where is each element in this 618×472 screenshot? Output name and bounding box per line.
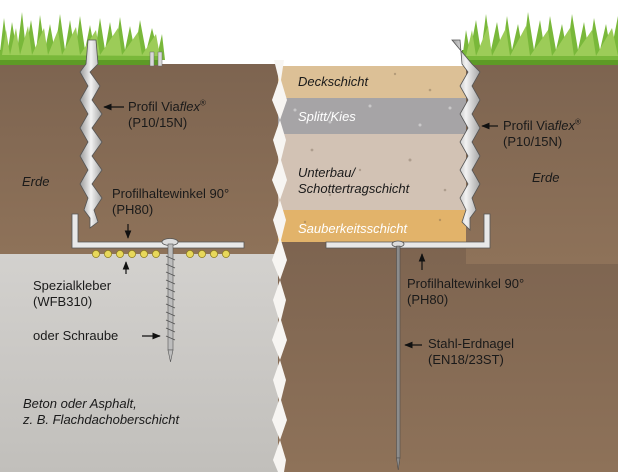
left-profile-label: Profil Viaflex®(P10/15N) [128,98,206,130]
right-grass [462,12,618,65]
right-profile-label: Profil Viaflex®(P10/15N) [503,117,581,149]
layer-gravel [278,98,466,134]
layer-cover-label: Deckschicht [298,74,369,89]
right-bracket-shape [325,213,491,249]
right-bracket-label: Profilhaltewinkel 90°(PH80) [407,276,525,307]
screw-shape [161,238,179,363]
layer-gravel-label: Splitt/Kies [298,109,356,124]
layer-clean [278,210,466,242]
base-label: Beton oder Asphalt,z. B. Flachdachobersc… [23,396,180,427]
right-soil [466,64,618,264]
nail-label: Stahl-Erdnagel(EN18/23ST) [428,336,514,367]
adhesive-label: Spezialkleber(WFB310) [33,278,112,309]
left-soil [0,64,278,254]
left-profile-shape [79,39,163,229]
right-soil-label: Erde [532,170,560,185]
layer-clean-label: Sauberkeitsschicht [298,221,408,236]
left-bracket-label: Profilhaltewinkel 90°(PH80) [112,186,230,217]
left-grass [0,12,165,65]
left-concrete [0,254,278,472]
center-soil [278,242,618,472]
torn-edge [272,60,287,472]
right-profile-shape [451,39,481,231]
screw-label: oder Schraube [33,328,119,343]
nail-shape [391,240,405,471]
adhesive-dots [92,250,230,258]
layer-subbase-label: Unterbau/Schottertragschicht [298,165,410,196]
layer-cover [278,66,466,98]
left-soil-label: Erde [22,174,50,189]
left-bracket-shape [71,213,245,249]
layer-subbase [278,134,466,210]
